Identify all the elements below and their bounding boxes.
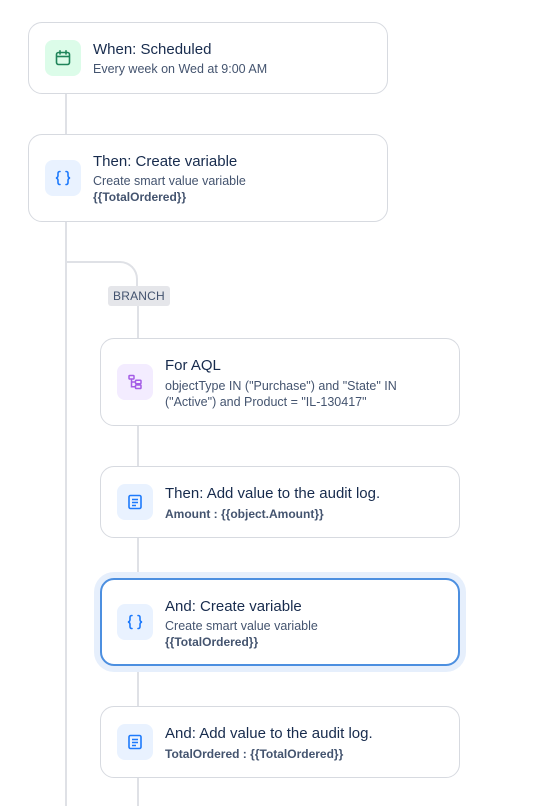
step-title: Then: Add value to the audit log. — [165, 485, 381, 502]
step-smart-value: {{TotalOrdered}} — [165, 635, 259, 649]
rule-step-create-variable-selected[interactable]: And: Create variable Create smart value … — [100, 578, 460, 666]
branch-connector-curve — [65, 261, 138, 291]
step-description: Every week on Wed at 9:00 AM — [93, 62, 268, 76]
step-title: When: Scheduled — [93, 41, 212, 58]
step-log-message: TotalOrdered : {{TotalOrdered}} — [165, 747, 344, 761]
step-aql-query: objectType IN ("Purchase") and "State" I… — [165, 379, 397, 409]
step-title: And: Add value to the audit log. — [165, 725, 373, 742]
connector-line-main — [65, 94, 67, 806]
curly-braces-icon — [45, 160, 81, 196]
hierarchy-icon — [117, 364, 153, 400]
curly-braces-icon — [117, 604, 153, 640]
step-log-message: Amount : {{object.Amount}} — [165, 507, 324, 521]
log-icon — [117, 724, 153, 760]
branch-label: BRANCH — [108, 286, 170, 306]
log-icon — [117, 484, 153, 520]
step-description: Create smart value variable — [165, 619, 318, 633]
step-title: And: Create variable — [165, 598, 302, 615]
step-smart-value: {{TotalOrdered}} — [93, 190, 187, 204]
rule-step-create-variable[interactable]: Then: Create variable Create smart value… — [28, 134, 388, 222]
step-title: For AQL — [165, 357, 221, 374]
connector-line-branch — [137, 290, 139, 806]
step-description: Create smart value variable — [93, 174, 246, 188]
step-title: Then: Create variable — [93, 153, 238, 170]
rule-step-audit-log-total[interactable]: And: Add value to the audit log. TotalOr… — [100, 706, 460, 778]
rule-step-audit-log-amount[interactable]: Then: Add value to the audit log. Amount… — [100, 466, 460, 538]
calendar-icon — [45, 40, 81, 76]
rule-step-branch-aql[interactable]: For AQL objectType IN ("Purchase") and "… — [100, 338, 460, 426]
rule-step-trigger-scheduled[interactable]: When: Scheduled Every week on Wed at 9:0… — [28, 22, 388, 94]
